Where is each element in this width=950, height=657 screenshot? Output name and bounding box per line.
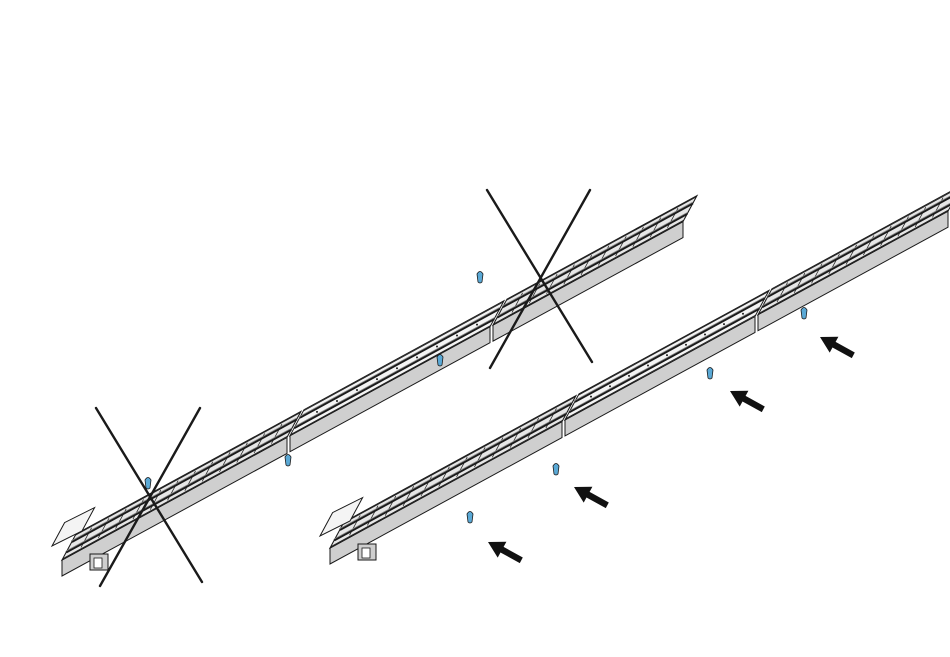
rail-highlight (340, 402, 572, 528)
track-side-face (758, 211, 948, 331)
clip-icon (477, 272, 483, 284)
rail-highlight (569, 307, 759, 411)
rail (340, 403, 572, 529)
plate-dot (685, 344, 687, 346)
rail-highlight (300, 307, 500, 416)
plate-dot (436, 345, 438, 347)
clip-icon (467, 512, 473, 524)
plate-dot (628, 375, 630, 377)
plate-dot (609, 385, 611, 387)
edge-line (759, 210, 949, 314)
plate-dot (416, 356, 418, 358)
rail-highlight (294, 318, 494, 427)
edge-line (331, 420, 563, 546)
plate-dot (356, 389, 358, 391)
rail (300, 309, 500, 418)
edge-line (291, 325, 491, 434)
rail-highlight (334, 413, 566, 539)
arrow-icon (574, 487, 609, 508)
rail (497, 214, 687, 318)
edge-line (566, 315, 756, 419)
plate-dot (590, 396, 592, 398)
clip-icon (145, 478, 151, 490)
rail-highlight (503, 202, 693, 306)
rail (294, 319, 494, 428)
clip-icon (801, 308, 807, 320)
plate-dot (723, 323, 725, 325)
edge-line (303, 302, 503, 411)
rail (575, 298, 765, 402)
plate-dot (476, 324, 478, 326)
clip-icon (285, 455, 291, 467)
edge-line (578, 292, 768, 396)
clip-icon (707, 368, 713, 380)
rail (334, 414, 566, 540)
plate-dot (704, 333, 706, 335)
rail (569, 309, 759, 413)
clip-icon (553, 464, 559, 476)
end-connector-slot (362, 548, 370, 558)
track-side-face (290, 327, 490, 452)
edge-line (506, 197, 696, 301)
plate-dot (647, 365, 649, 367)
plate-dot (666, 354, 668, 356)
track-top-surface (493, 196, 697, 326)
track-top-surface (62, 411, 301, 560)
clip-icon (437, 355, 443, 367)
plate-dot (456, 335, 458, 337)
plate-dot (742, 313, 744, 315)
track-side-face (565, 316, 755, 436)
plate-dot (376, 378, 378, 380)
track-side-face (330, 422, 562, 564)
arrow-icon (820, 337, 855, 358)
rail-highlight (497, 213, 687, 317)
rail-highlight (575, 297, 765, 401)
arrow-icon (730, 391, 765, 412)
plate-dot (336, 400, 338, 402)
plate-dot (396, 367, 398, 369)
end-connector-slot (94, 558, 102, 568)
rail (503, 203, 693, 307)
arrow-icon (488, 542, 523, 563)
track-side-face (493, 222, 683, 342)
track-top-surface (330, 396, 576, 548)
plate-dot (316, 411, 318, 413)
edge-line (343, 397, 575, 523)
